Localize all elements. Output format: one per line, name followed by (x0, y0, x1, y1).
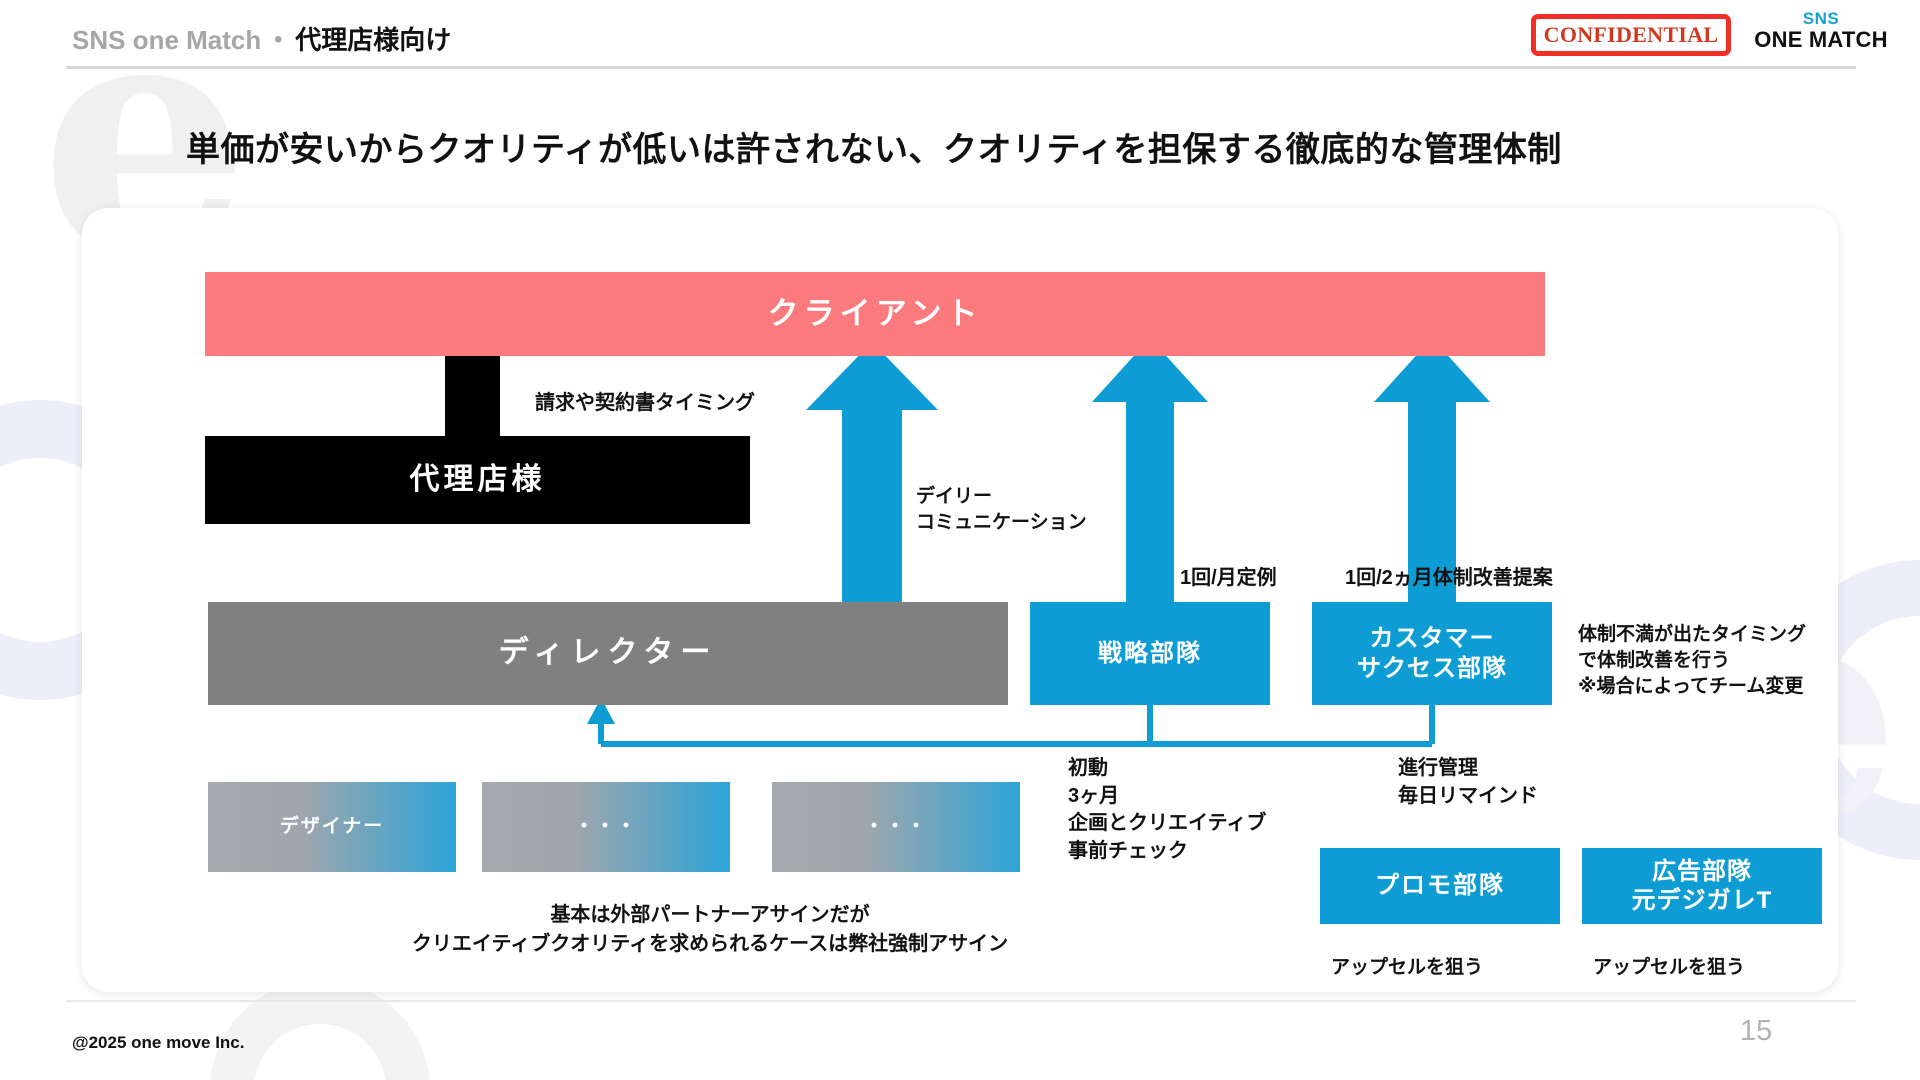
box-client[interactable]: クライアント (205, 272, 1545, 356)
header-divider (66, 66, 1856, 69)
connector-bracket-to-director (598, 705, 1435, 747)
confidential-label: CONFIDENTIAL (1543, 22, 1719, 47)
header-separator: ・ (265, 25, 292, 55)
connector-arrowhead-director (587, 698, 615, 724)
footer-divider (66, 1000, 1856, 1002)
arrow-strategy-to-client (1092, 338, 1208, 602)
slide-header: SNS one Match・代理店様向け CONFIDENTIAL SNS ON… (0, 0, 1920, 69)
box-strategy-team[interactable]: 戦略部隊 (1030, 602, 1270, 705)
note-partner-policy: 基本は外部パートナーアサインだが クリエイティブクオリティを求められるケースは弊… (411, 904, 1009, 955)
box-partner-other-2[interactable]: ・・・ (772, 782, 1020, 872)
box-agency[interactable]: 代理店様 (205, 436, 750, 524)
arrow-cs-to-client (1374, 338, 1490, 602)
note-upsell-ads: アップセルを狙う (1593, 957, 1746, 978)
box-promo-team[interactable]: プロモ部隊 (1320, 848, 1560, 924)
note-invoice-timing: 請求や契約書タイミング (535, 392, 755, 414)
confidential-stamp: CONFIDENTIAL (1531, 14, 1731, 56)
header-brand: SNS one Match (72, 25, 262, 55)
page-title: 単価が安いからクオリティが低いは許されない、クオリティを担保する徹底的な管理体制 (186, 131, 1562, 169)
header-subtitle: 代理店様向け (295, 25, 452, 55)
box-partner-designer[interactable]: デザイナー (208, 782, 456, 872)
note-dissatisfaction: 体制不満が出たタイミング で体制改善を行う ※場合によってチーム変更 (1578, 624, 1807, 698)
box-ads-team[interactable]: 広告部隊 元デジガレT (1582, 848, 1822, 924)
copyright-text: @2025 one move Inc. (72, 1033, 245, 1052)
box-partner-other-1[interactable]: ・・・ (482, 782, 730, 872)
arrow-director-to-client (806, 342, 938, 602)
note-initial-phase: 初動 3ヶ月 企画とクリエイティブ 事前チェック (1068, 757, 1267, 862)
header-title: SNS one Match・代理店様向け (72, 20, 451, 57)
logo-line-sns: SNS (1802, 9, 1840, 28)
page-number: 15 (1740, 1015, 1773, 1047)
note-monthly-meeting: 1回/月定例 (1180, 567, 1277, 589)
note-upsell-promo: アップセルを狙う (1331, 957, 1484, 978)
box-customer-success[interactable]: カスタマー サクセス部隊 (1312, 602, 1552, 705)
box-director[interactable]: ディレクター (208, 602, 1008, 705)
note-daily-communication: デイリー コミュニケーション (916, 486, 1087, 534)
brand-logo: SNS ONE MATCH (1746, 10, 1896, 51)
note-progress-management: 進行管理 毎日リマインド (1398, 757, 1538, 807)
logo-line-one-match: ONE MATCH (1754, 26, 1888, 52)
note-bimonthly-proposal: 1回/2ヵ月体制改善提案 (1345, 567, 1553, 589)
